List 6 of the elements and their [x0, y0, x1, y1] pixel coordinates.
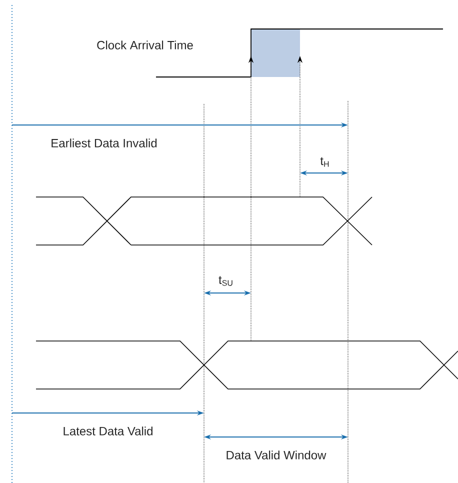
timing-label: Latest Data Valid — [64, 426, 152, 436]
timing-label: Clock Arrival Time — [97, 40, 193, 50]
timing-label: Data Valid Window — [226, 450, 326, 460]
timing-label: Earliest Data Invalid — [52, 138, 157, 148]
timing-label: t$_{SU}$ — [218, 276, 232, 286]
timing-label: t$_{H}$ — [320, 157, 329, 167]
